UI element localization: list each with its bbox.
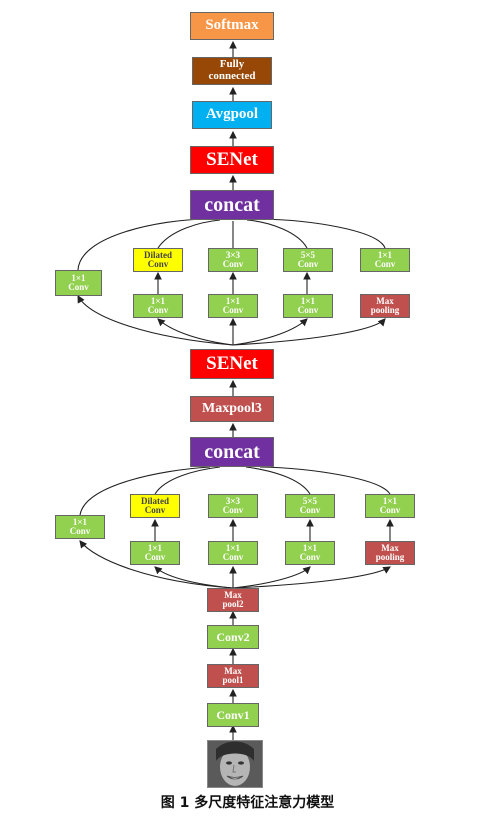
senet-middle-box: SENet [190, 349, 274, 379]
b2-3x3-conv: 3×3 Conv [208, 248, 258, 272]
concat-middle-box: concat [190, 437, 274, 467]
b1-max-pooling: Max pooling [365, 541, 415, 565]
b2-left-1x1-conv: 1×1 Conv [55, 270, 102, 296]
concat-top-box: concat [190, 190, 274, 220]
b2-right-1x1-conv: 1×1 Conv [360, 248, 410, 272]
b2-1x1-conv-b: 1×1 Conv [208, 294, 258, 318]
b1-right-1x1-conv: 1×1 Conv [365, 494, 415, 518]
b1-left-1x1-conv: 1×1 Conv [55, 515, 105, 539]
b1-1x1-conv-b: 1×1 Conv [208, 541, 258, 565]
fully-connected-box: Fully connected [192, 57, 272, 85]
maxpool1-box: Max pool1 [207, 664, 259, 688]
senet-top-box: SENet [190, 146, 274, 174]
b2-5x5-conv: 5×5 Conv [283, 248, 333, 272]
conv2-box: Conv2 [207, 625, 259, 649]
b2-dilated-conv: Dilated Conv [133, 248, 183, 272]
b2-1x1-conv-c: 1×1 Conv [283, 294, 333, 318]
softmax-box: Softmax [190, 12, 274, 40]
figure-caption: 图 1 多尺度特征注意力模型 [160, 795, 335, 811]
conv1-box: Conv1 [207, 703, 259, 727]
input-face-image [207, 740, 263, 788]
b1-1x1-conv-a: 1×1 Conv [130, 541, 180, 565]
avgpool-box: Avgpool [192, 101, 272, 129]
b2-max-pooling: Max pooling [360, 294, 410, 318]
maxpool2-box: Max pool2 [207, 588, 259, 612]
maxpool3-box: Maxpool3 [190, 396, 274, 422]
b1-5x5-conv: 5×5 Conv [285, 494, 335, 518]
b1-1x1-conv-c: 1×1 Conv [285, 541, 335, 565]
b2-1x1-conv-a: 1×1 Conv [133, 294, 183, 318]
b1-dilated-conv: Dilated Conv [130, 494, 180, 518]
b1-3x3-conv: 3×3 Conv [208, 494, 258, 518]
